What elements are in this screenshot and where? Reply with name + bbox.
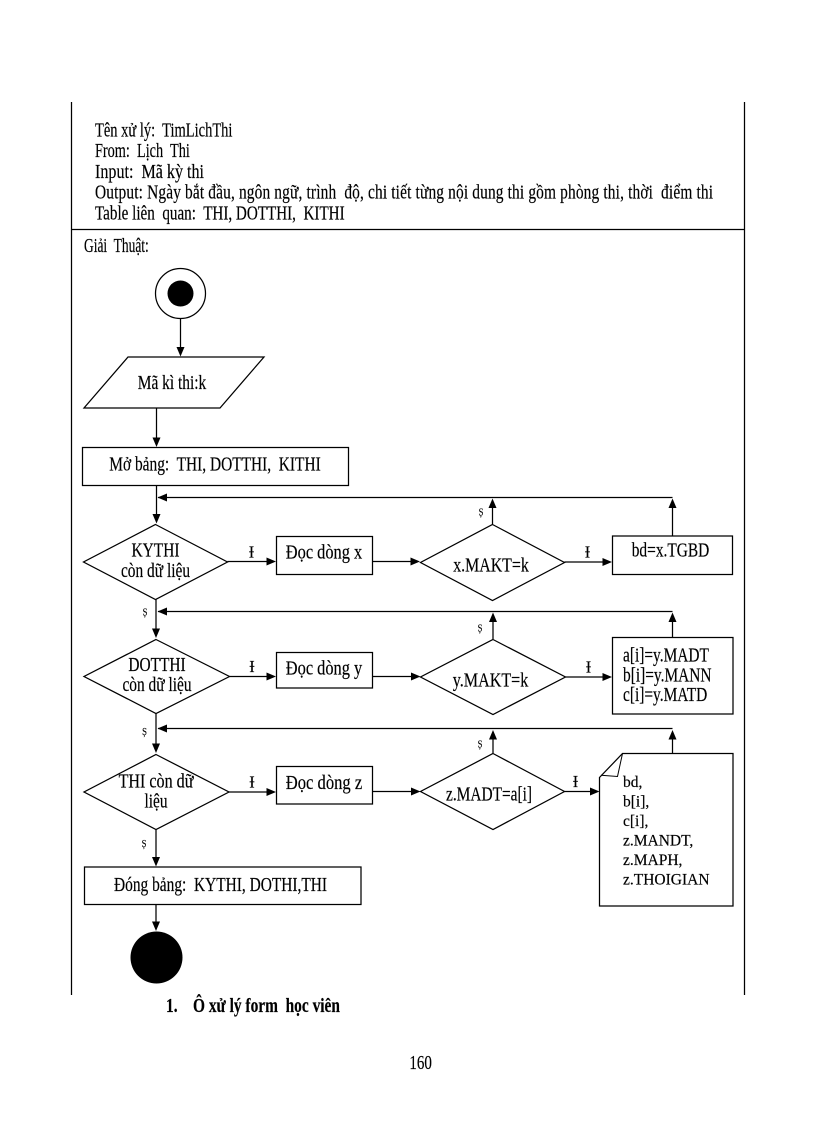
svg-text:Ɨ: Ɨ: [585, 544, 591, 561]
svg-text:Ɨ: Ɨ: [249, 659, 255, 676]
svg-text:Table liên quan: THI, DOTTHI: Table liên quan: THI, DOTTHI, KITHI: [95, 202, 345, 224]
svg-text:Đọc dòng z: Đọc dòng z: [286, 771, 363, 793]
svg-text:z.MADT=a[i]: z.MADT=a[i]: [446, 783, 532, 805]
svg-text:Mã kì thi:k: Mã kì thi:k: [138, 371, 207, 393]
svg-text:Ɨ: Ɨ: [249, 544, 255, 561]
svg-text:Đóng bảng: KYTHI, DOTHI,THI: Đóng bảng: KYTHI, DOTHI,THI: [114, 873, 327, 895]
svg-text:Input: Mã kỳ thi: Input: Mã kỳ thi: [95, 160, 204, 182]
svg-text:bd=x.TGBD: bd=x.TGBD: [632, 539, 710, 561]
svg-text:liệu: liệu: [144, 790, 167, 812]
svg-text:Giải Thuật:: Giải Thuật:: [84, 234, 149, 256]
svg-text:Ș: Ș: [479, 507, 484, 519]
svg-text:z.MAPH,: z.MAPH,: [623, 852, 682, 869]
svg-text:còn dữ liệu: còn dữ liệu: [122, 673, 191, 695]
svg-text:c[i]=y.MATD: c[i]=y.MATD: [623, 683, 707, 705]
svg-text:Đọc dòng x: Đọc dòng x: [286, 541, 363, 563]
svg-text:c[i],: c[i],: [623, 813, 648, 830]
svg-text:Tên xử lý: TimLichThi: Tên xử lý: TimLichThi: [95, 119, 233, 141]
svg-text:Ô xử lý form học viên: Ô xử lý form học viên: [193, 994, 340, 1016]
svg-text:Ș: Ș: [142, 726, 147, 738]
svg-text:z.THOIGIAN: z.THOIGIAN: [623, 872, 710, 889]
svg-text:1.: 1.: [166, 994, 178, 1016]
svg-text:160: 160: [409, 1051, 432, 1073]
svg-text:z.MANDT,: z.MANDT,: [623, 833, 693, 850]
svg-text:Ɨ: Ɨ: [573, 774, 579, 791]
svg-text:Ɨ: Ɨ: [249, 774, 255, 791]
svg-text:b[i],: b[i],: [623, 794, 649, 811]
svg-text:Đọc dòng y: Đọc dòng y: [286, 657, 363, 679]
svg-text:Output: Ngày bắt đầu, ngôn ngữ: Output: Ngày bắt đầu, ngôn ngữ, trình độ…: [95, 181, 713, 203]
svg-text:a[i]=y.MADT: a[i]=y.MADT: [623, 644, 709, 666]
svg-text:KYTHI: KYTHI: [132, 539, 180, 561]
svg-text:From: Lịch Thi: From: Lịch Thi: [95, 139, 190, 161]
svg-text:DOTTHI: DOTTHI: [128, 653, 185, 675]
svg-text:Ș: Ș: [478, 739, 483, 751]
svg-text:Ș: Ș: [142, 838, 147, 850]
svg-text:bd,: bd,: [623, 774, 642, 791]
svg-text:còn dữ liệu: còn dữ liệu: [121, 559, 190, 581]
svg-text:x.MAKT=k: x.MAKT=k: [453, 554, 529, 576]
svg-text:Ɨ: Ɨ: [586, 659, 592, 676]
svg-text:Ș: Ș: [478, 623, 483, 635]
svg-text:Mở bảng: THI, DOTTHI, KITHI: Mở bảng: THI, DOTTHI, KITHI: [109, 453, 321, 475]
svg-text:THI còn dữ: THI còn dữ: [119, 770, 194, 792]
svg-text:y.MAKT=k: y.MAKT=k: [453, 669, 529, 691]
svg-text:Ș: Ș: [143, 607, 148, 619]
svg-text:b[i]=y.MANN: b[i]=y.MANN: [623, 664, 712, 686]
